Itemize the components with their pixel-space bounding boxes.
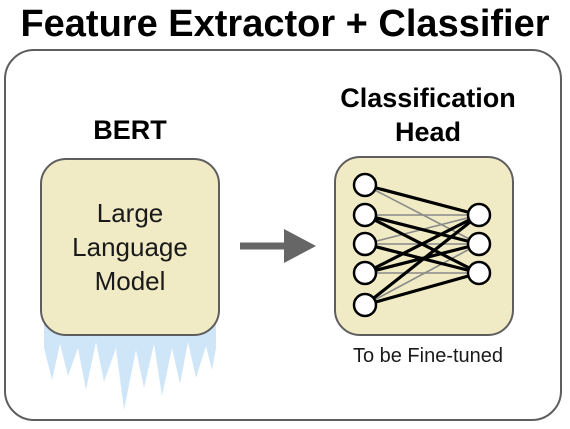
head-label-line-1: Classification [340,83,516,113]
llm-line-3: Model [94,266,166,296]
input-node [352,202,378,228]
input-node [352,260,378,286]
output-node [466,260,492,286]
bert-label: BERT [93,115,167,145]
input-node [352,231,378,257]
llm-box [40,158,220,336]
llm-line-1: Large [96,198,164,228]
output-node [466,231,492,257]
right-arrow-icon [240,229,316,263]
diagram-title: Feature Extractor + Classifier [20,3,550,45]
output-node [466,202,492,228]
ice-icicles-icon [44,318,216,410]
head-label-line-2: Head [394,117,462,147]
llm-line-2: Language [72,232,188,262]
fine-tune-note: To be Fine-tuned [352,345,504,367]
input-node [352,292,378,318]
neural-network-icon [352,172,492,318]
input-node [352,172,378,198]
